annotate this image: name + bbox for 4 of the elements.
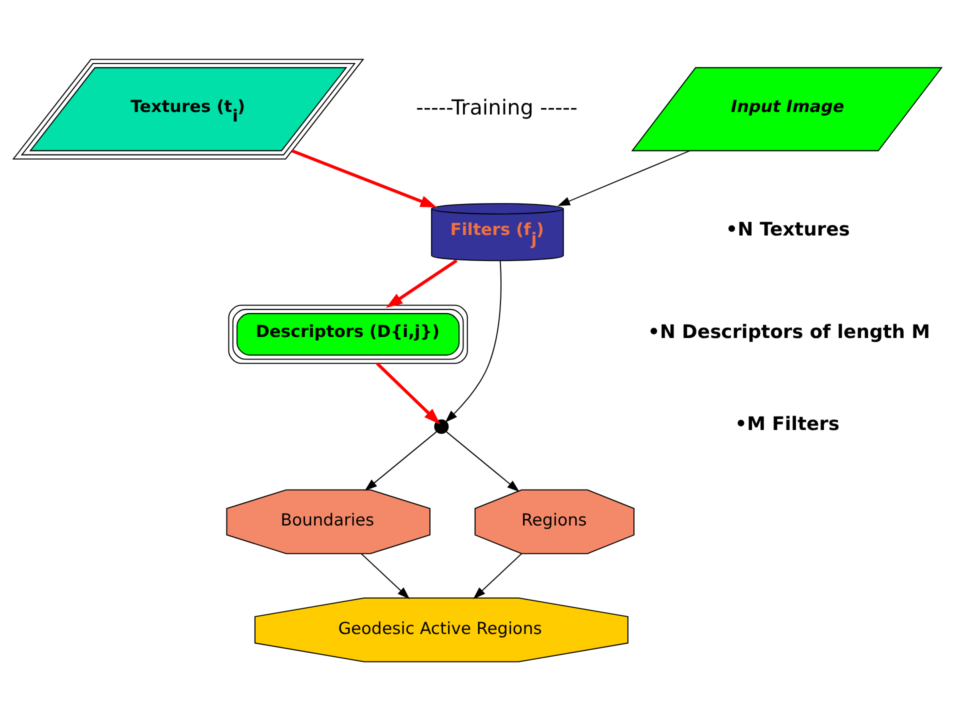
label: •N Descriptors of length M <box>647 322 930 343</box>
label: •M Filters <box>734 414 839 436</box>
label: •N Textures <box>725 220 850 241</box>
label: -----Training ----- <box>416 95 577 120</box>
